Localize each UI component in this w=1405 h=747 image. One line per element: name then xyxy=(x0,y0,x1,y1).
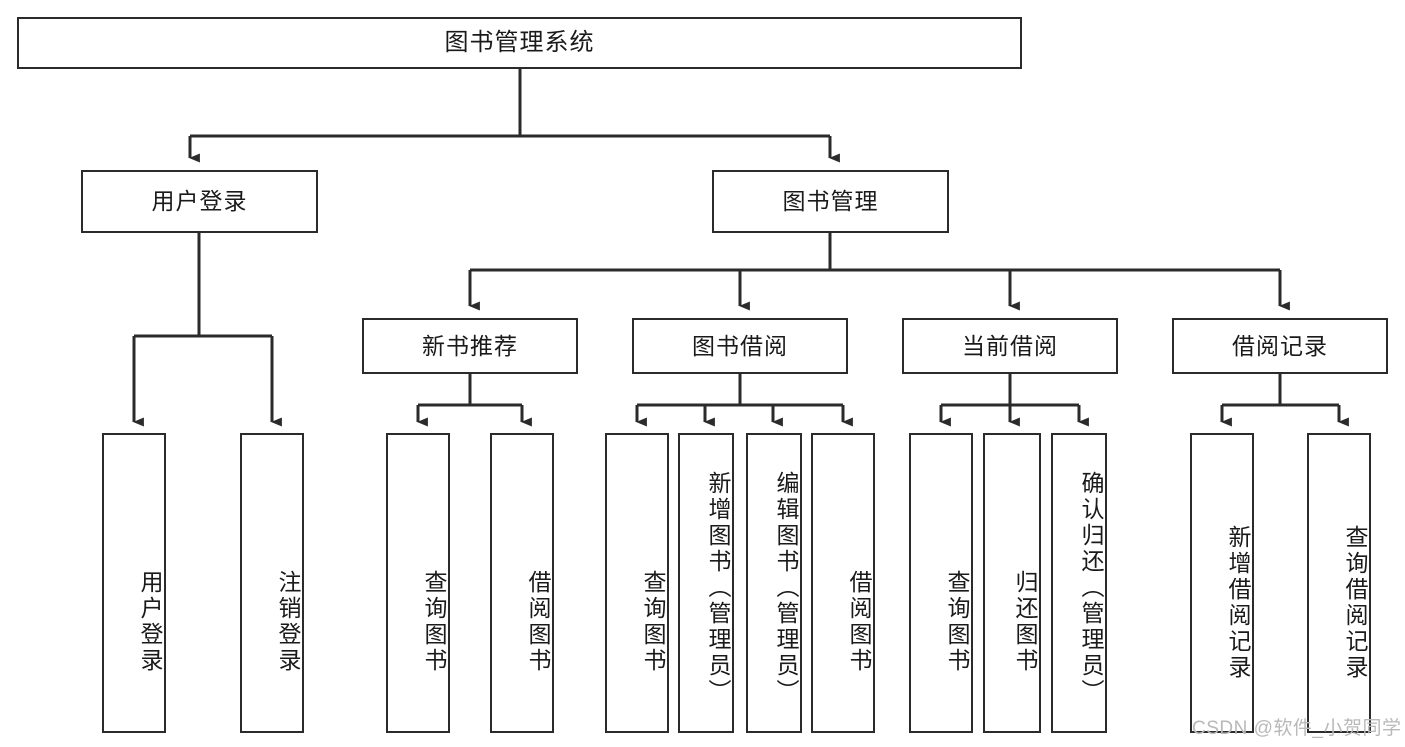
leaf-add-book[interactable]: 新增图书（管理员） xyxy=(678,433,734,733)
node-user-login-label: 用户登录 xyxy=(151,188,248,215)
node-borrow-record-label: 借阅记录 xyxy=(1232,332,1328,359)
leaf-query-book-1[interactable]: 查询图书 xyxy=(386,433,450,733)
node-new-book-recommend-label: 新书推荐 xyxy=(422,332,518,359)
leaf-logout-login-label: 注销登录 xyxy=(275,570,301,674)
leaf-logout-login[interactable]: 注销登录 xyxy=(240,433,304,733)
leaf-user-login-label: 用户登录 xyxy=(137,570,163,674)
leaf-return-book-label: 归还图书 xyxy=(1012,570,1038,674)
node-new-book-recommend[interactable]: 新书推荐 xyxy=(362,318,578,374)
leaf-borrow-book-1[interactable]: 借阅图书 xyxy=(490,433,554,733)
leaf-return-book[interactable]: 归还图书 xyxy=(983,433,1041,733)
leaf-query-book-3[interactable]: 查询图书 xyxy=(909,433,973,733)
leaf-add-book-label: 新增图书（管理员） xyxy=(705,471,731,705)
leaf-query-book-2[interactable]: 查询图书 xyxy=(605,433,669,733)
node-current-borrow-label: 当前借阅 xyxy=(962,332,1058,359)
node-book-manage[interactable]: 图书管理 xyxy=(712,170,949,233)
leaf-confirm-return-label: 确认归还（管理员） xyxy=(1078,471,1104,705)
leaf-edit-book-label: 编辑图书（管理员） xyxy=(773,471,799,705)
leaf-user-login[interactable]: 用户登录 xyxy=(102,433,166,733)
leaf-borrow-book-2-label: 借阅图书 xyxy=(846,570,872,674)
leaf-add-record[interactable]: 新增借阅记录 xyxy=(1190,433,1254,733)
node-borrow-record[interactable]: 借阅记录 xyxy=(1172,318,1388,374)
node-current-borrow[interactable]: 当前借阅 xyxy=(902,318,1118,374)
watermark-text: CSDN @软件_小贺同学 xyxy=(1192,718,1402,739)
leaf-borrow-book-1-label: 借阅图书 xyxy=(525,570,551,674)
node-root-label: 图书管理系统 xyxy=(444,29,595,56)
node-user-login[interactable]: 用户登录 xyxy=(81,170,318,233)
leaf-query-book-1-label: 查询图书 xyxy=(421,570,447,674)
node-book-borrow-label: 图书借阅 xyxy=(692,332,788,359)
leaf-add-record-label: 新增借阅记录 xyxy=(1225,525,1251,681)
leaf-borrow-book-2[interactable]: 借阅图书 xyxy=(811,433,875,733)
node-root[interactable]: 图书管理系统 xyxy=(17,17,1022,69)
leaf-query-record-label: 查询借阅记录 xyxy=(1342,525,1368,681)
leaf-query-book-3-label: 查询图书 xyxy=(944,570,970,674)
watermark: CSDN @软件_小贺同学 xyxy=(1192,713,1401,740)
leaf-edit-book[interactable]: 编辑图书（管理员） xyxy=(746,433,802,733)
node-book-manage-label: 图书管理 xyxy=(782,188,879,215)
node-book-borrow[interactable]: 图书借阅 xyxy=(632,318,848,374)
leaf-query-record[interactable]: 查询借阅记录 xyxy=(1307,433,1371,733)
leaf-query-book-2-label: 查询图书 xyxy=(640,570,666,674)
leaf-confirm-return[interactable]: 确认归还（管理员） xyxy=(1051,433,1107,733)
